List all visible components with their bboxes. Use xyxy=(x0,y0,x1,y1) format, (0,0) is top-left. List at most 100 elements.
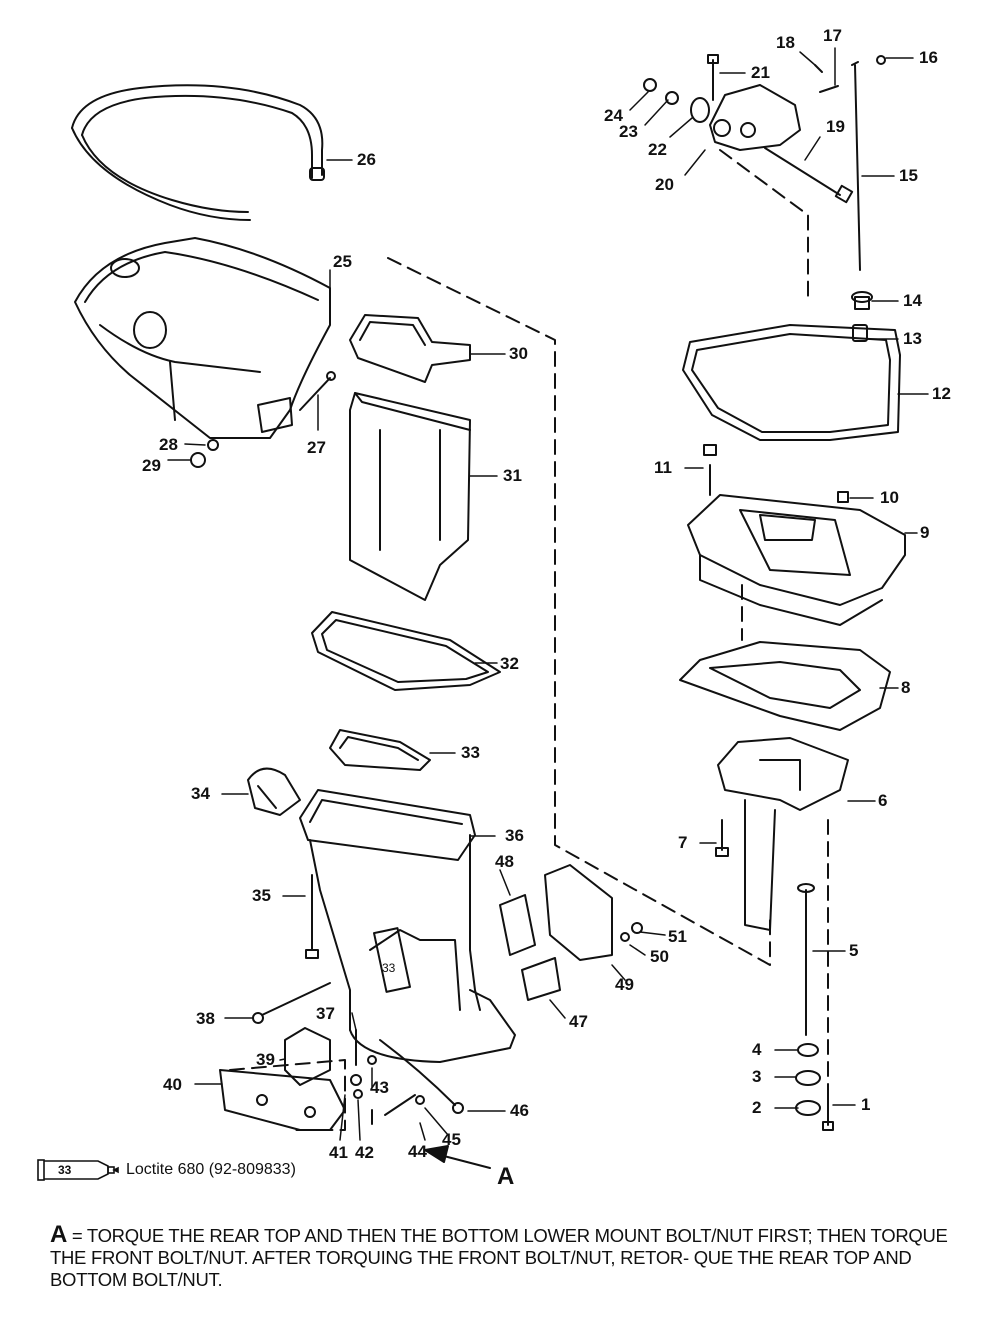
part-23-washer xyxy=(665,91,679,105)
part-5-bolt xyxy=(797,883,815,1036)
callout-36: 36 xyxy=(505,826,524,845)
part-45-washer xyxy=(415,1095,425,1105)
callout-6: 6 xyxy=(878,791,888,810)
callout-42: 42 xyxy=(355,1143,374,1162)
callout-31: 31 xyxy=(503,466,522,485)
callout-25: 25 xyxy=(333,252,352,271)
part-41-nut xyxy=(350,1074,362,1086)
callout-45: 45 xyxy=(442,1130,461,1149)
part-29-nut xyxy=(190,452,206,468)
part-8-gasket xyxy=(679,641,891,731)
callout-29: 29 xyxy=(142,456,161,475)
part-32-gasket xyxy=(311,611,501,691)
legend-text: Loctite 680 (92-809833) xyxy=(126,1161,296,1178)
part-4-bushing xyxy=(797,1043,819,1057)
leader-lines xyxy=(167,47,929,1141)
callout-21: 21 xyxy=(751,63,770,82)
callout-24: 24 xyxy=(604,106,623,125)
callout-47: 47 xyxy=(569,1012,588,1031)
callout-48: 48 xyxy=(495,852,514,871)
callout-5: 5 xyxy=(849,941,859,960)
tube-mark-label: 33 xyxy=(382,961,396,975)
callout-16: 16 xyxy=(919,48,938,67)
callout-43: 43 xyxy=(370,1078,389,1097)
part-43-screw xyxy=(367,1055,377,1065)
part-11-screw xyxy=(703,444,717,496)
callout-18: 18 xyxy=(776,33,795,52)
part-34-bracket xyxy=(247,767,301,816)
part-30-seal xyxy=(349,314,471,383)
callout-14: 14 xyxy=(903,291,922,310)
assembly-dashed-lines xyxy=(229,149,829,1131)
callout-3: 3 xyxy=(752,1067,762,1086)
part-16-nut xyxy=(876,55,886,65)
part-14-plug xyxy=(851,291,873,310)
part-25-bottom-cowl xyxy=(74,237,331,439)
part-27-screw xyxy=(299,371,336,411)
sealant-tube-icon: 33 xyxy=(36,1158,120,1182)
part-26-cowl-seal xyxy=(71,84,325,221)
callout-1: 1 xyxy=(861,1095,871,1114)
part-50-washer xyxy=(620,932,630,942)
callout-17: 17 xyxy=(823,26,842,45)
callout-46: 46 xyxy=(510,1101,529,1120)
part-3-retainer xyxy=(795,1070,821,1086)
torque-note-text: = TORQUE THE REAR TOP AND THEN THE BOTTO… xyxy=(50,1225,948,1290)
part-15-stud xyxy=(851,61,861,271)
part-47-pad xyxy=(521,957,561,1001)
callout-34: 34 xyxy=(191,784,210,803)
legend-tube-number: 33 xyxy=(58,1163,72,1177)
callout-12: 12 xyxy=(932,384,951,403)
part-13-bushing xyxy=(852,324,868,342)
part-35-bolt xyxy=(305,874,319,959)
callout-41: 41 xyxy=(329,1143,348,1162)
callout-22: 22 xyxy=(648,140,667,159)
callout-20: 20 xyxy=(655,175,674,194)
part-44-bolt xyxy=(384,1094,416,1116)
callout-38: 38 xyxy=(196,1009,215,1028)
part-31-duct xyxy=(349,392,471,601)
callout-13: 13 xyxy=(903,329,922,348)
part-49-cover xyxy=(544,864,613,961)
part-48-pad xyxy=(499,894,536,956)
part-38-bolt xyxy=(252,982,331,1024)
callout-37: 37 xyxy=(316,1004,335,1023)
part-1-screw xyxy=(822,1089,834,1131)
part-39-mount xyxy=(284,1027,331,1086)
part-33-seal xyxy=(329,729,431,771)
part-42-washer xyxy=(353,1089,363,1099)
part-6-mount xyxy=(717,737,849,931)
callout-32: 32 xyxy=(500,654,519,673)
callout-50: 50 xyxy=(650,947,669,966)
callout-40: 40 xyxy=(163,1075,182,1094)
part-21-screw xyxy=(707,54,719,101)
marker-a-label: A xyxy=(497,1163,515,1190)
legend: 33 Loctite 680 (92-809833) xyxy=(36,1157,296,1183)
torque-note-letter: A xyxy=(50,1221,68,1248)
part-24-nut xyxy=(643,78,657,92)
part-22-seal xyxy=(690,97,710,123)
callout-35: 35 xyxy=(252,886,271,905)
callout-44: 44 xyxy=(408,1142,427,1161)
callout-8: 8 xyxy=(901,678,911,697)
part-40-cover xyxy=(219,1069,346,1131)
part-18-pin xyxy=(814,64,823,73)
part-17-pin xyxy=(819,85,839,93)
callout-51: 51 xyxy=(668,927,687,946)
part-2-bushing xyxy=(795,1100,821,1116)
callout-30: 30 xyxy=(509,344,528,363)
part-7-screw xyxy=(715,819,729,857)
callout-10: 10 xyxy=(880,488,899,507)
part-10-plug xyxy=(837,491,849,503)
torque-note: A = TORQUE THE REAR TOP AND THEN THE BOT… xyxy=(50,1221,965,1291)
part-9-adapter-plate xyxy=(687,494,906,626)
callout-33: 33 xyxy=(461,743,480,762)
callout-11: 11 xyxy=(654,458,672,477)
callout-49: 49 xyxy=(615,975,634,994)
callout-9: 9 xyxy=(920,523,930,542)
callout-19: 19 xyxy=(826,117,845,136)
part-20-bracket xyxy=(709,84,801,151)
part-28-washer xyxy=(207,439,219,451)
part-51-nut xyxy=(631,922,643,934)
